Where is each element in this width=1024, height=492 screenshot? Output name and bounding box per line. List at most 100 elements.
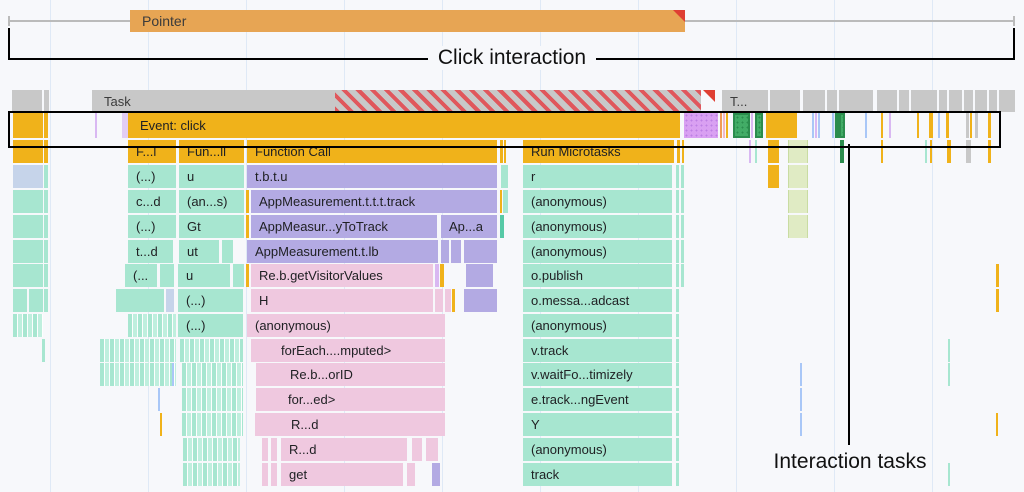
- flame-frame[interactable]: [681, 215, 684, 238]
- flame-frame[interactable]: (anonymous): [523, 190, 672, 213]
- task-segment[interactable]: [911, 90, 937, 112]
- flame-frame[interactable]: F...l: [128, 140, 176, 163]
- flame-frame[interactable]: [452, 289, 455, 312]
- flame-frame[interactable]: [996, 264, 999, 287]
- flame-frame[interactable]: [182, 413, 243, 436]
- flame-frame[interactable]: (anonymous): [247, 314, 445, 337]
- flame-frame[interactable]: [166, 289, 174, 312]
- task-segment[interactable]: [949, 90, 962, 112]
- flame-frame[interactable]: [948, 363, 950, 386]
- flame-frame[interactable]: [44, 264, 48, 287]
- flame-frame[interactable]: [800, 388, 802, 411]
- flame-frame[interactable]: [13, 240, 43, 263]
- flame-frame[interactable]: o.publish: [523, 264, 672, 287]
- flame-frame[interactable]: o.messa...adcast: [523, 289, 672, 312]
- flame-frame[interactable]: [13, 215, 43, 238]
- flame-frame[interactable]: [13, 190, 43, 213]
- flame-frame[interactable]: AppMeasur...yToTrack: [251, 215, 437, 238]
- task-segment[interactable]: [335, 90, 701, 112]
- flame-frame[interactable]: [466, 264, 493, 287]
- event-segment[interactable]: [815, 113, 817, 138]
- flame-frame[interactable]: Gt: [179, 215, 244, 238]
- flame-frame[interactable]: [246, 215, 249, 238]
- flame-frame[interactable]: [948, 339, 950, 362]
- flame-frame[interactable]: [412, 438, 422, 461]
- flame-frame[interactable]: [788, 140, 808, 163]
- flame-frame[interactable]: [182, 363, 243, 386]
- event-segment[interactable]: [889, 113, 891, 138]
- event-segment[interactable]: [839, 113, 845, 138]
- flame-frame[interactable]: get: [281, 463, 403, 486]
- interaction-tasks-annotation[interactable]: Interaction tasks: [740, 450, 960, 474]
- task-segment[interactable]: [989, 90, 997, 112]
- event-segment[interactable]: [723, 113, 725, 138]
- flame-frame[interactable]: [464, 289, 497, 312]
- flame-frame[interactable]: [500, 215, 504, 238]
- event-segment[interactable]: [751, 113, 753, 138]
- flame-frame[interactable]: [464, 240, 497, 263]
- task-segment[interactable]: [803, 90, 825, 112]
- flame-frame[interactable]: [996, 413, 998, 436]
- flame-frame[interactable]: Run Microtasks: [523, 140, 674, 163]
- flame-frame[interactable]: [948, 463, 950, 486]
- flame-frame[interactable]: H: [251, 289, 433, 312]
- flame-frame[interactable]: [13, 314, 43, 337]
- flame-frame[interactable]: [262, 463, 268, 486]
- flame-frame[interactable]: [13, 140, 43, 163]
- flame-frame[interactable]: (anonymous): [523, 215, 672, 238]
- flame-frame[interactable]: [128, 314, 176, 337]
- flame-frame[interactable]: [271, 463, 277, 486]
- flame-frame[interactable]: Re.b...orID: [256, 363, 445, 386]
- flame-frame[interactable]: [262, 438, 268, 461]
- event-segment[interactable]: [720, 113, 722, 138]
- flame-frame[interactable]: [44, 165, 48, 188]
- event-segment[interactable]: [122, 113, 128, 138]
- flame-frame[interactable]: track: [523, 463, 672, 486]
- flame-frame[interactable]: [271, 438, 277, 461]
- flame-frame[interactable]: [13, 289, 27, 312]
- flame-frame[interactable]: v.waitFo...timizely: [523, 363, 672, 386]
- task-segment[interactable]: [999, 90, 1015, 112]
- flame-frame[interactable]: [500, 140, 503, 163]
- flame-frame[interactable]: [681, 165, 684, 188]
- task-segment[interactable]: [827, 90, 837, 112]
- flame-frame[interactable]: [29, 289, 43, 312]
- flame-frame[interactable]: [158, 388, 160, 411]
- flame-frame[interactable]: Re.b.getVisitorValues: [251, 264, 433, 287]
- flame-frame[interactable]: [676, 264, 679, 287]
- task-segment[interactable]: [899, 90, 909, 112]
- flame-frame[interactable]: [233, 264, 244, 287]
- flame-frame[interactable]: [451, 240, 461, 263]
- flame-frame[interactable]: [930, 140, 932, 163]
- flame-frame[interactable]: [682, 140, 684, 163]
- flame-frame[interactable]: [501, 165, 508, 188]
- event-segment[interactable]: [970, 113, 972, 138]
- event-segment[interactable]: [938, 113, 940, 138]
- flame-frame[interactable]: [426, 438, 438, 461]
- flame-frame[interactable]: [100, 339, 176, 362]
- event-segment[interactable]: [44, 113, 48, 138]
- task-segment[interactable]: [839, 90, 873, 112]
- flame-frame[interactable]: [222, 240, 233, 263]
- flame-frame[interactable]: Ap...a: [441, 215, 497, 238]
- flame-frame[interactable]: [768, 140, 779, 163]
- flame-frame[interactable]: [180, 339, 243, 362]
- flame-frame[interactable]: [435, 264, 439, 287]
- flame-frame[interactable]: [800, 413, 802, 436]
- flame-frame[interactable]: [183, 438, 240, 461]
- flame-frame[interactable]: (anonymous): [523, 438, 672, 461]
- flame-frame[interactable]: [44, 289, 48, 312]
- flame-frame[interactable]: [160, 413, 162, 436]
- task-segment[interactable]: T...: [722, 90, 768, 112]
- flame-frame[interactable]: [676, 339, 679, 362]
- flame-frame[interactable]: for...ed>: [256, 388, 445, 411]
- flame-frame[interactable]: [966, 140, 971, 163]
- flame-frame[interactable]: [800, 363, 802, 386]
- event-segment[interactable]: [95, 113, 97, 138]
- event-segment[interactable]: [917, 113, 919, 138]
- event-segment[interactable]: [818, 113, 820, 138]
- flame-frame[interactable]: v.track: [523, 339, 672, 362]
- flame-frame[interactable]: [681, 190, 684, 213]
- flame-frame[interactable]: [749, 140, 751, 163]
- flame-frame[interactable]: [503, 190, 508, 213]
